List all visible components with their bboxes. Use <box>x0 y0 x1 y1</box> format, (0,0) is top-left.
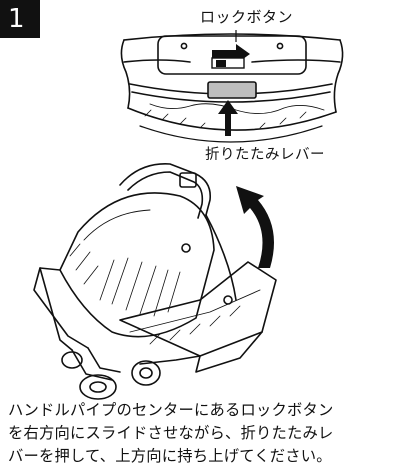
instruction-text: ハンドルパイプのセンターにあるロックボタン を右方向にスライドさせながら、折りた… <box>8 399 398 468</box>
lock-button-callout: ロックボタン <box>200 8 294 26</box>
step-number: 1 <box>8 4 25 34</box>
step-number-badge: 1 <box>0 0 40 38</box>
instruction-line: ハンドルパイプのセンターにあるロックボタン <box>8 401 334 419</box>
fold-lever-callout: 折りたたみレバー <box>205 147 325 163</box>
instruction-line: バーを押して、上方向に持ち上げてください。 <box>8 447 332 465</box>
instruction-line: を右方向にスライドさせながら、折りたたみレ <box>8 424 334 442</box>
